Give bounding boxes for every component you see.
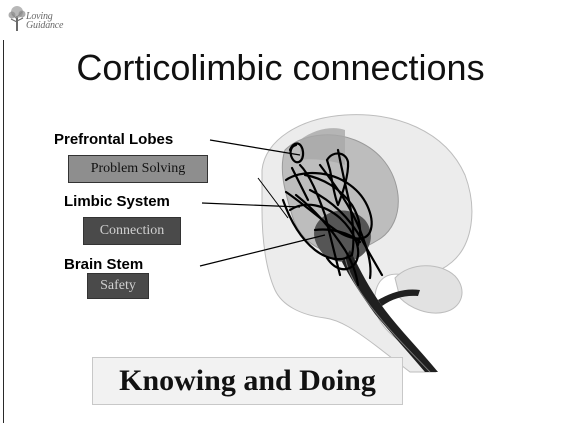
knowing-and-doing-box: Knowing and Doing (92, 357, 403, 405)
cerebellum-shape (395, 266, 462, 313)
box-safety: Safety (87, 273, 149, 299)
label-limbic-system: Limbic System (64, 193, 170, 210)
label-prefrontal-lobes: Prefrontal Lobes (54, 131, 173, 148)
box-connection: Connection (83, 217, 181, 245)
label-brain-stem: Brain Stem (64, 256, 143, 273)
box-problem-solving: Problem Solving (68, 155, 208, 183)
